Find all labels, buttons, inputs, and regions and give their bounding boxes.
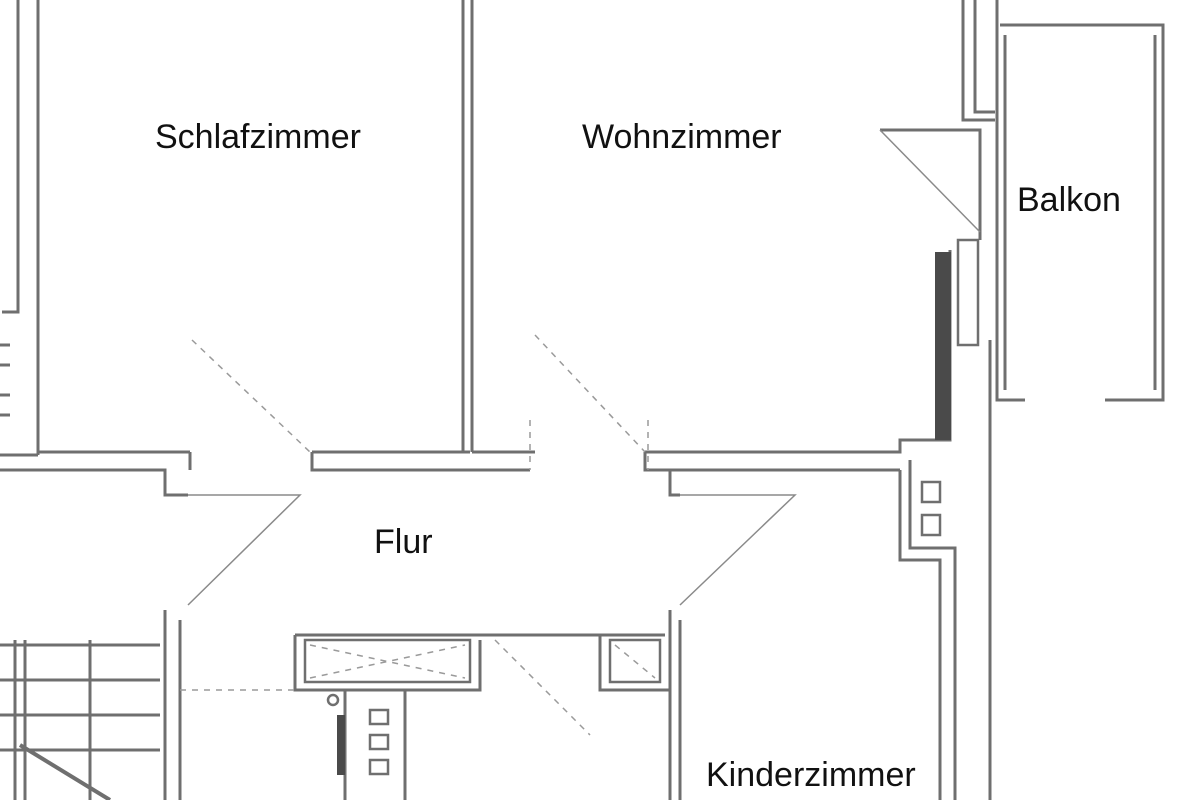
- room-label-wohnzimmer: Wohnzimmer: [582, 118, 782, 156]
- flur-walls: [163, 470, 682, 800]
- wohnzimmer-walls: [472, 0, 995, 472]
- right-wall: [898, 340, 992, 800]
- radiator: [935, 252, 951, 440]
- door-swings: [180, 129, 981, 736]
- schlafzimmer-walls: [38, 450, 530, 472]
- bath-kitchen: [293, 633, 670, 800]
- window-frame: [956, 238, 980, 347]
- room-label-flur: Flur: [374, 523, 433, 561]
- room-label-schlafzimmer: Schlafzimmer: [155, 118, 361, 156]
- room-label-kinderzimmer: Kinderzimmer: [706, 756, 916, 794]
- partition-wall: [461, 0, 474, 452]
- left-exterior-wall: [0, 0, 188, 497]
- balkon-outline: [995, 0, 1165, 402]
- room-label-balkon: Balkon: [1017, 181, 1121, 219]
- staircase: [0, 640, 160, 800]
